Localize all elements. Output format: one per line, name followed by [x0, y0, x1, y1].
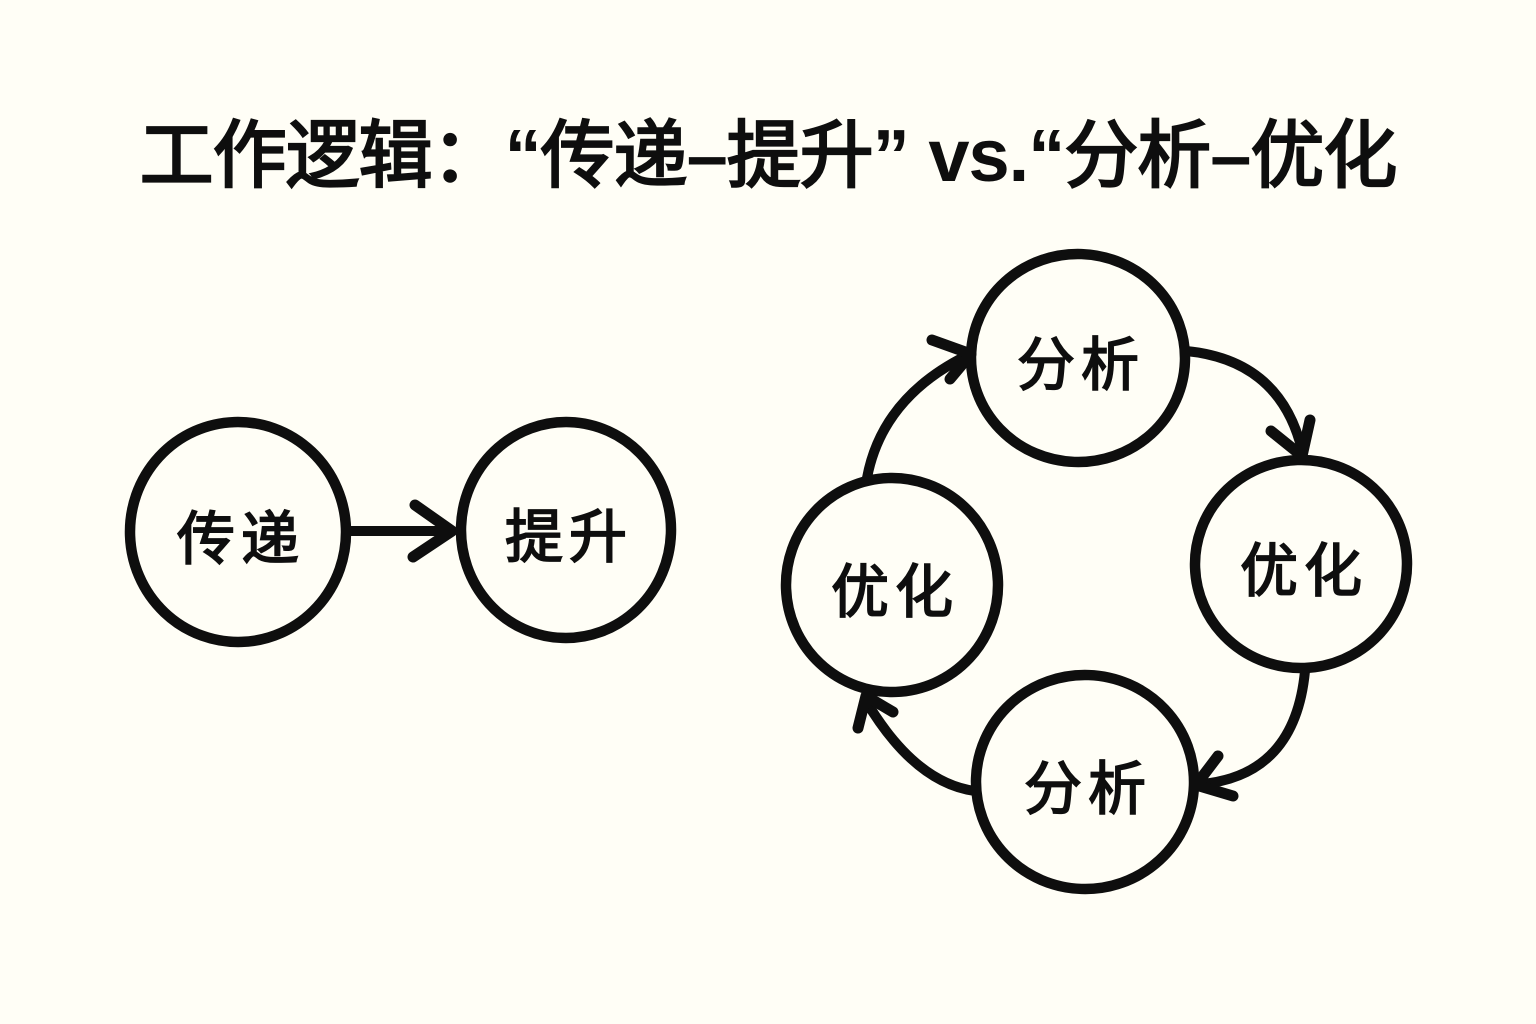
linear-flow-shapes	[124, 416, 677, 648]
arrow-head-icon	[1265, 414, 1316, 462]
cycle-arrow-right-bottom	[1197, 666, 1310, 789]
node-label-youhua-right: 优化	[1239, 539, 1369, 604]
node-label-fenxi-bottom: 分析	[1023, 757, 1153, 822]
node-label-youhua-left: 优化	[830, 560, 960, 625]
cycle-arrow-top-right	[1181, 346, 1307, 455]
node-circle-tisheng	[455, 416, 677, 644]
node-label-tisheng: 提升	[504, 505, 634, 570]
node-label-chuandi: 传递	[176, 507, 306, 572]
arrow-head-icon	[926, 334, 977, 385]
arrow-head-icon	[852, 690, 899, 734]
arrow-head-icon	[407, 499, 458, 563]
node-circle-youhua-left	[780, 472, 1004, 698]
node-label-fenxi-top: 分析	[1016, 333, 1146, 398]
diagram-title: 工作逻辑：“传递–提升” vs.“分析–优化	[139, 114, 1398, 197]
cycle-flow-shapes	[780, 248, 1413, 895]
arrow-head-icon	[1190, 750, 1239, 802]
cycle-arrow-bottom-left	[861, 696, 980, 796]
cycle-arrow-left-top	[862, 351, 971, 483]
